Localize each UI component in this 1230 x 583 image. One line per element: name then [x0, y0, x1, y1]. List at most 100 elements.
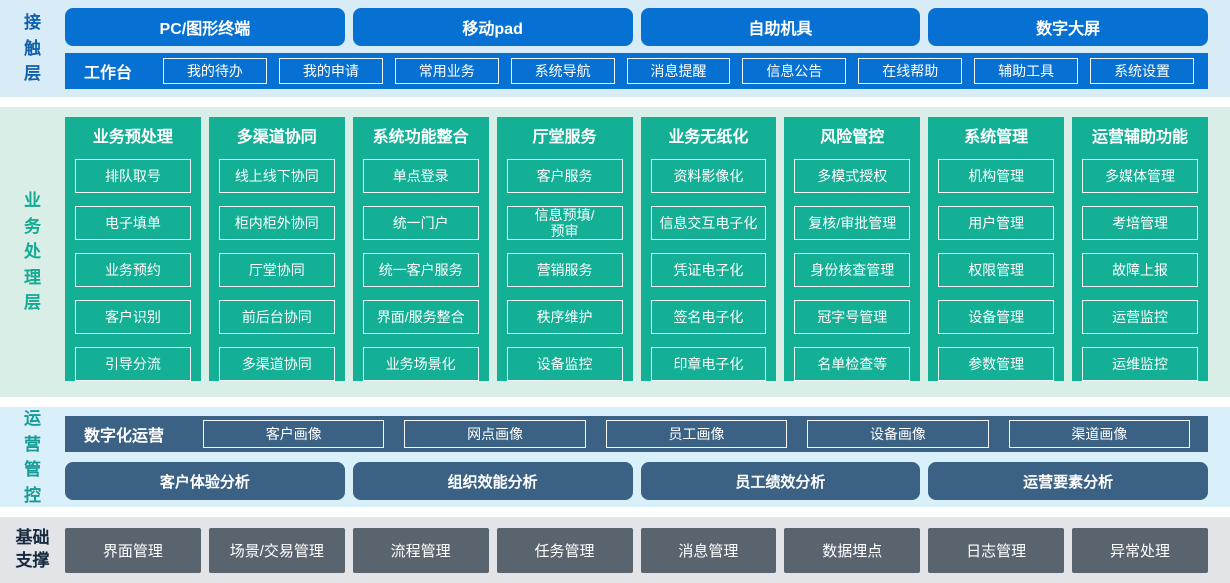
item-info-prefill-preaudit[interactable]: 信息预填/ 预审 [506, 206, 623, 240]
item-business-appointment[interactable]: 业务预约 [75, 253, 191, 287]
analysis-org-efficiency[interactable]: 组织效能分析 [352, 462, 633, 500]
operations-layer-content: 数字化运营 客户画像 网点画像 员工画像 设备画像 渠道画像 客户体验分析 组织… [65, 407, 1208, 507]
item-online-offline-collab[interactable]: 线上线下协同 [218, 159, 335, 193]
device-digital-screen[interactable]: 数字大屏 [928, 8, 1208, 46]
column-hall-service: 厅堂服务 客户服务 信息预填/ 预审 营销服务 秩序维护 设备监控 [496, 117, 633, 381]
device-pc-terminal[interactable]: PC/图形终端 [65, 8, 345, 46]
profile-employee[interactable]: 员工画像 [605, 420, 788, 448]
item-electronic-signature[interactable]: 签名电子化 [650, 300, 767, 334]
item-operation-monitoring[interactable]: 运营监控 [1082, 300, 1198, 334]
business-layer-band: 业务处理层 业务预处理 排队取号 电子填单 业务预约 客户识别 引导分流 多渠道… [0, 107, 1230, 397]
item-device-monitoring[interactable]: 设备监控 [506, 347, 623, 381]
column-items: 排队取号 电子填单 业务预约 客户识别 引导分流 [75, 159, 191, 381]
column-risk-control: 风险管控 多模式授权 复核/审批管理 身份核查管理 冠字号管理 名单检查等 [784, 117, 921, 381]
item-marketing-service[interactable]: 营销服务 [506, 253, 623, 287]
item-queue-ticket[interactable]: 排队取号 [75, 159, 191, 193]
foundation-message-mgmt[interactable]: 消息管理 [640, 528, 777, 573]
foundation-layer-label: 基础支撑 [15, 528, 50, 570]
analysis-row: 客户体验分析 组织效能分析 员工绩效分析 运营要素分析 [65, 462, 1208, 500]
analysis-ops-elements[interactable]: 运营要素分析 [928, 462, 1208, 500]
device-row: PC/图形终端 移动pad 自助机具 数字大屏 [65, 8, 1208, 46]
foundation-scenario-transaction-mgmt[interactable]: 场景/交易管理 [208, 528, 345, 573]
column-title: 系统功能整合 [372, 129, 469, 146]
workbench-item-common-business[interactable]: 常用业务 [394, 58, 499, 84]
workbench-item-message-alerts[interactable]: 消息提醒 [626, 58, 731, 84]
workbench-item-aux-tools[interactable]: 辅助工具 [974, 58, 1079, 84]
item-multimedia-mgmt[interactable]: 多媒体管理 [1082, 159, 1198, 193]
item-electronic-seal[interactable]: 印章电子化 [650, 347, 767, 381]
column-title: 厅堂服务 [532, 129, 597, 146]
column-items: 单点登录 统一门户 统一客户服务 界面/服务整合 业务场景化 [362, 159, 479, 381]
analysis-employee-performance[interactable]: 员工绩效分析 [640, 462, 921, 500]
column-items: 客户服务 信息预填/ 预审 营销服务 秩序维护 设备监控 [506, 159, 623, 381]
foundation-exception-handling[interactable]: 异常处理 [1072, 528, 1208, 573]
item-customer-identification[interactable]: 客户识别 [75, 300, 191, 334]
operations-layer-label: 运营管控 [24, 409, 41, 505]
workbench-item-announcements[interactable]: 信息公告 [742, 58, 847, 84]
item-guidance-diversion[interactable]: 引导分流 [75, 347, 191, 381]
item-unified-portal[interactable]: 统一门户 [362, 206, 479, 240]
column-title: 运营辅助功能 [1092, 129, 1189, 146]
device-mobile-pad[interactable]: 移动pad [352, 8, 633, 46]
item-order-maintenance[interactable]: 秩序维护 [506, 300, 623, 334]
item-fault-reporting[interactable]: 故障上报 [1082, 253, 1198, 287]
column-items: 线上线下协同 柜内柜外协同 厅堂协同 前后台协同 多渠道协同 [218, 159, 335, 381]
operations-layer-gutter: 运营管控 [0, 407, 65, 507]
column-system-integration: 系统功能整合 单点登录 统一门户 统一客户服务 界面/服务整合 业务场景化 [352, 117, 489, 381]
workbench-item-applications[interactable]: 我的申请 [278, 58, 383, 84]
foundation-log-mgmt[interactable]: 日志管理 [928, 528, 1065, 573]
column-title: 风险管控 [820, 129, 885, 146]
foundation-process-mgmt[interactable]: 流程管理 [352, 528, 489, 573]
item-parameter-mgmt[interactable]: 参数管理 [938, 347, 1055, 381]
item-device-mgmt[interactable]: 设备管理 [938, 300, 1055, 334]
workbench-label: 工作台 [83, 65, 132, 82]
item-multichannel-collab[interactable]: 多渠道协同 [218, 347, 335, 381]
foundation-data-tracking[interactable]: 数据埋点 [784, 528, 921, 573]
column-title: 业务预处理 [92, 129, 173, 146]
item-user-mgmt[interactable]: 用户管理 [938, 206, 1055, 240]
item-maintenance-monitoring[interactable]: 运维监控 [1082, 347, 1198, 381]
profile-device[interactable]: 设备画像 [807, 420, 989, 448]
item-organization-mgmt[interactable]: 机构管理 [938, 159, 1055, 193]
item-ui-service-integration[interactable]: 界面/服务整合 [362, 300, 479, 334]
profile-customer[interactable]: 客户画像 [203, 420, 385, 448]
business-layer-label: 业务处理层 [24, 191, 41, 313]
item-training-mgmt[interactable]: 考培管理 [1082, 206, 1198, 240]
item-business-scenario[interactable]: 业务场景化 [362, 347, 479, 381]
digital-operations-bar: 数字化运营 客户画像 网点画像 员工画像 设备画像 渠道画像 [65, 416, 1208, 452]
analysis-customer-experience[interactable]: 客户体验分析 [65, 462, 345, 500]
column-paperless-business: 业务无纸化 资料影像化 信息交互电子化 凭证电子化 签名电子化 印章电子化 [640, 117, 777, 381]
item-identity-verification-mgmt[interactable]: 身份核查管理 [794, 253, 911, 287]
item-permission-mgmt[interactable]: 权限管理 [938, 253, 1055, 287]
item-e-form[interactable]: 电子填单 [75, 206, 191, 240]
workbench-item-online-help[interactable]: 在线帮助 [858, 58, 963, 84]
item-serial-number-mgmt[interactable]: 冠字号管理 [794, 300, 911, 334]
item-electronic-info-exchange[interactable]: 信息交互电子化 [650, 206, 767, 240]
item-counter-collab[interactable]: 柜内柜外协同 [218, 206, 335, 240]
item-document-imaging[interactable]: 资料影像化 [650, 159, 767, 193]
item-single-sign-on[interactable]: 单点登录 [362, 159, 479, 193]
column-items: 资料影像化 信息交互电子化 凭证电子化 签名电子化 印章电子化 [650, 159, 767, 381]
workbench-item-todo[interactable]: 我的待办 [163, 58, 267, 84]
workbench-item-system-settings[interactable]: 系统设置 [1090, 58, 1195, 84]
foundation-ui-mgmt[interactable]: 界面管理 [65, 528, 201, 573]
profile-channel[interactable]: 渠道画像 [1008, 420, 1191, 448]
item-multimode-authorization[interactable]: 多模式授权 [794, 159, 911, 193]
business-layer-content: 业务预处理 排队取号 电子填单 业务预约 客户识别 引导分流 多渠道协同 线上线… [65, 107, 1208, 397]
item-hall-collab[interactable]: 厅堂协同 [218, 253, 335, 287]
item-unified-customer-service[interactable]: 统一客户服务 [362, 253, 479, 287]
item-customer-service[interactable]: 客户服务 [506, 159, 623, 193]
operations-layer-band: 运营管控 数字化运营 客户画像 网点画像 员工画像 设备画像 渠道画像 客户体验… [0, 407, 1230, 507]
column-multichannel-collab: 多渠道协同 线上线下协同 柜内柜外协同 厅堂协同 前后台协同 多渠道协同 [208, 117, 345, 381]
item-review-approval-mgmt[interactable]: 复核/审批管理 [794, 206, 911, 240]
foundation-task-mgmt[interactable]: 任务管理 [496, 528, 633, 573]
workbench-item-system-nav[interactable]: 系统导航 [510, 58, 615, 84]
column-items: 机构管理 用户管理 权限管理 设备管理 参数管理 [938, 159, 1055, 381]
device-self-service[interactable]: 自助机具 [640, 8, 921, 46]
item-electronic-voucher[interactable]: 凭证电子化 [650, 253, 767, 287]
profile-branch[interactable]: 网点画像 [404, 420, 586, 448]
item-list-checking[interactable]: 名单检查等 [794, 347, 911, 381]
column-ops-auxiliary: 运营辅助功能 多媒体管理 考培管理 故障上报 运营监控 运维监控 [1072, 117, 1208, 381]
item-front-back-collab[interactable]: 前后台协同 [218, 300, 335, 334]
